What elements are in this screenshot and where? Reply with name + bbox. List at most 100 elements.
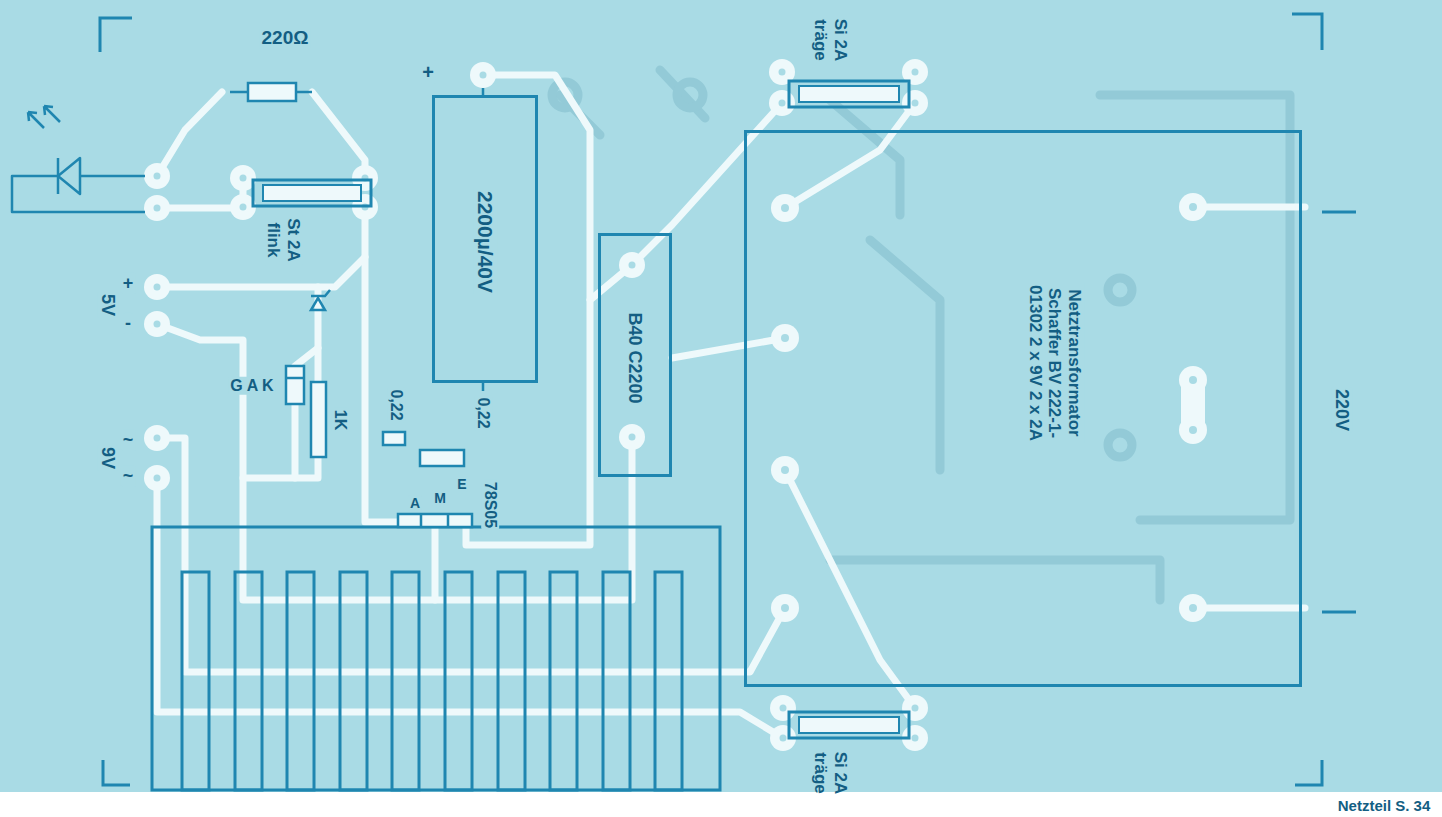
pad-hole — [780, 705, 787, 712]
copper-trace — [157, 75, 1305, 738]
pad-hole — [154, 284, 161, 291]
component-outline — [286, 366, 304, 404]
pin-name: E — [455, 476, 468, 492]
component-outline — [421, 514, 448, 527]
pad-hole — [240, 204, 247, 211]
solder-pad — [771, 456, 799, 484]
led-symbol — [12, 176, 145, 212]
solder-pad — [769, 90, 795, 116]
solder-pad — [144, 311, 170, 337]
crop-mark — [1292, 14, 1322, 50]
back-side-ghost — [1100, 95, 1290, 520]
pad-hole — [1189, 376, 1197, 384]
pad-hole — [912, 705, 919, 712]
fuse-rating: Si 2A träge — [810, 745, 849, 801]
solder-pad — [619, 252, 645, 278]
pad-hole — [781, 466, 789, 474]
component-outline — [398, 514, 472, 527]
copper-trace — [672, 338, 785, 358]
ac-mark: ~ — [121, 430, 136, 451]
component-outline — [311, 298, 325, 310]
pad-hole — [779, 69, 786, 76]
back-side-ghost — [677, 82, 703, 108]
back-side-ghost — [870, 240, 940, 470]
solder-pad — [144, 465, 170, 491]
pad-hole — [154, 205, 161, 212]
heat-sink — [445, 572, 472, 790]
component-outline — [286, 377, 304, 380]
pad-hole — [1189, 426, 1197, 434]
resistor-value: 1K — [331, 408, 349, 432]
heat-sink — [182, 572, 209, 790]
page-reference: Netzteil S. 34 — [1336, 797, 1433, 814]
copper-trace — [295, 348, 318, 366]
pad-hole — [781, 204, 789, 212]
regulator-type: 78S05 — [481, 480, 499, 530]
back-side-ghost — [552, 70, 1290, 600]
copper-trace — [292, 404, 299, 478]
back-side-ghost — [560, 70, 900, 215]
pad-hole — [154, 173, 161, 180]
pad-hole — [154, 435, 161, 442]
solder-pad — [144, 59, 1207, 751]
pad-hole — [779, 100, 786, 107]
solder-pad — [902, 695, 928, 721]
pad-hole — [480, 72, 487, 79]
pad-hole — [912, 735, 919, 742]
pad-hole — [781, 604, 789, 612]
crop-mark — [1295, 760, 1322, 785]
copper-trace — [785, 470, 915, 708]
heat-sink — [550, 572, 577, 790]
capacitor-value: 0,22 — [474, 395, 492, 430]
solder-pad — [1179, 193, 1207, 221]
capacitor-value: 0,22 — [387, 387, 405, 422]
pad-hole — [912, 69, 919, 76]
voltage-label: 5V — [98, 292, 119, 318]
pin-names: G A K — [228, 377, 275, 395]
component-label: 2200µ/40V — [473, 189, 497, 295]
heat-sink — [603, 572, 630, 790]
solder-pad — [619, 424, 645, 450]
solder-pad — [1179, 416, 1207, 444]
component-outline — [311, 382, 326, 457]
copper-trace — [157, 324, 632, 600]
heat-sink — [152, 527, 720, 790]
copper-trace — [632, 103, 782, 265]
polarity-mark: + — [420, 61, 436, 84]
crop-mark — [1322, 611, 1356, 614]
fuse-symbol — [789, 712, 909, 738]
pad-hole — [154, 69, 1198, 742]
heat-sink — [152, 527, 720, 790]
component-label: B40 C2200 — [625, 310, 646, 405]
heat-sink — [655, 572, 682, 790]
led-symbol — [44, 106, 60, 122]
copper-trace — [312, 92, 365, 178]
pin-name: M — [432, 490, 448, 506]
solder-pad — [771, 594, 799, 622]
solder-pad — [771, 324, 799, 352]
copper-trace — [157, 92, 222, 176]
solder-pad — [1179, 366, 1207, 394]
fuse-symbol — [253, 81, 909, 738]
crop-mark — [103, 760, 130, 785]
board-ground — [0, 0, 1442, 792]
capacitor-body: 2200µ/40V — [432, 95, 538, 383]
copper-trace — [785, 103, 915, 208]
led-symbol — [12, 106, 145, 212]
solder-pad — [902, 90, 928, 116]
pad-hole — [154, 321, 161, 328]
heat-sink — [287, 572, 314, 790]
transformer-body: Netztransformator Schaffer BV 222-1-0130… — [744, 130, 1302, 687]
pad-hole — [912, 100, 919, 107]
solder-pad — [470, 62, 496, 88]
pad-hole — [780, 735, 787, 742]
fuse-rating: St 2A flink — [263, 214, 302, 266]
copper-trace — [432, 527, 439, 600]
component-label: Netztransformator Schaffer BV 222-1-0130… — [1026, 283, 1085, 443]
pad-hole — [629, 262, 636, 269]
fuse-rating: Si 2A träge — [810, 12, 849, 68]
back-side-ghost — [830, 560, 1160, 600]
